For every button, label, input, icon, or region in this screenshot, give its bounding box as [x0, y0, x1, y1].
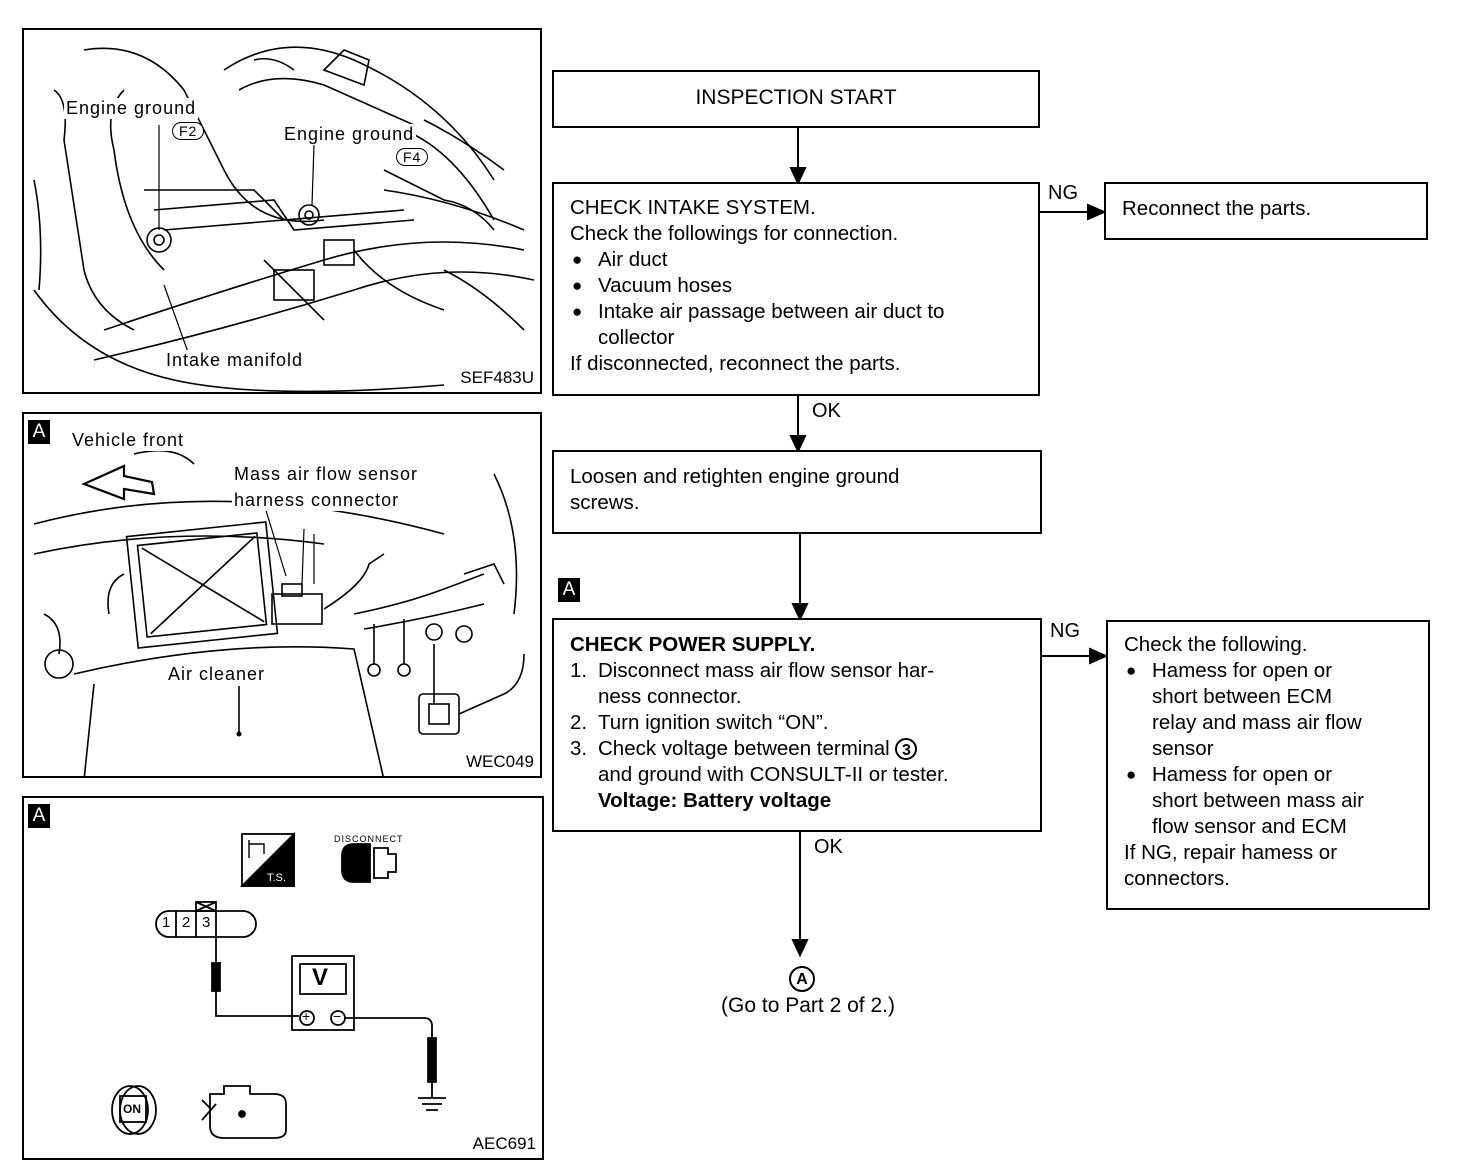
power-step-cont: ness connector.	[598, 685, 742, 708]
engine-ground-figure: Engine ground F2 Engine ground F4 Intake…	[22, 28, 542, 394]
engine-bay-illustration	[33, 46, 535, 392]
power-step: 2. Turn ignition switch “ON”.	[570, 710, 1024, 736]
air-cleaner-illustration	[33, 449, 525, 776]
power-step-cont: and ground with CONSULT-II or tester.	[598, 763, 949, 786]
vehicle-front-label: Vehicle front	[70, 430, 187, 451]
figure-code: SEF483U	[460, 368, 534, 387]
intake-manifold-label: Intake manifold	[164, 350, 306, 371]
intake-item: Air duct	[570, 247, 1022, 273]
intake-line: Check the followings for connection.	[570, 222, 899, 245]
go-to-part-2-text: (Go to Part 2 of 2.)	[721, 994, 895, 1017]
connector-pin-2: 2	[182, 914, 191, 931]
air-cleaner-label: Air cleaner	[166, 664, 268, 685]
check-following-footer: If NG, repair hamess or	[1124, 841, 1338, 864]
check-following-footer: connectors.	[1124, 867, 1230, 890]
ok-label-2: OK	[814, 836, 843, 858]
ok-label-1: OK	[812, 400, 841, 422]
figure-code: WEC049	[465, 752, 534, 771]
minus-terminal: −	[333, 1008, 342, 1024]
go-to-a-symbol: A	[789, 966, 815, 992]
maf-connector-label-1: Mass air flow sensor	[232, 464, 421, 485]
connector-pin-1: 1	[162, 914, 171, 931]
maf-connector-label-2: harness connector	[232, 490, 402, 511]
harness-item-cont: short between ECM	[1152, 685, 1333, 708]
voltmeter-label: V	[312, 964, 329, 991]
intake-item: Vacuum hoses	[570, 273, 1022, 299]
step-text: Check voltage between terminal	[598, 737, 890, 760]
reconnect-text: Reconnect the parts.	[1122, 197, 1312, 220]
check-power-supply-box: CHECK POWER SUPPLY. 1. Disconnect mass ai…	[552, 618, 1042, 832]
check-intake-system-box: CHECK INTAKE SYSTEM. Check the following…	[552, 182, 1040, 396]
voltage-check-figure: A DISCONNECT T.S. 1 2 3 V + − ON AEC691	[22, 796, 544, 1160]
power-step: 3. Check voltage between terminal 3	[570, 736, 1024, 762]
harness-item-cont: sensor	[1152, 737, 1214, 760]
check-following-box: Check the following. Hamess for open or …	[1106, 620, 1430, 910]
power-step: 1. Disconnect mass air flow sensor har-	[570, 658, 1024, 684]
step-tag-a: A	[558, 578, 580, 602]
harness-item-cont: flow sensor and ECM	[1152, 815, 1347, 838]
connector-f2-label: F2	[172, 122, 205, 140]
figure-code: AEC691	[472, 1134, 536, 1153]
loosen-ground-box: Loosen and retighten engine ground screw…	[552, 450, 1042, 534]
inspection-start-box: INSPECTION START	[552, 70, 1040, 128]
step-number: 1.	[570, 659, 588, 682]
loosen-line: Loosen and retighten engine ground	[570, 465, 900, 488]
voltmeter-wiring-illustration	[111, 831, 446, 1139]
harness-item-cont: short between mass air	[1152, 789, 1364, 812]
step-text: Disconnect mass air flow sensor har-	[598, 659, 935, 682]
step-text: Turn ignition switch “ON”.	[598, 711, 829, 734]
disconnect-label: DISCONNECT	[334, 834, 404, 844]
terminal-number: 3	[895, 738, 918, 760]
figure-tag-a: A	[28, 420, 50, 444]
connector-pin-3: 3	[202, 914, 211, 931]
harness-item: Hamess for open or	[1124, 762, 1412, 788]
connector-f4-label: F4	[396, 148, 429, 166]
ts-label: T.S.	[267, 872, 286, 884]
power-title: CHECK POWER SUPPLY.	[570, 633, 816, 656]
harness-item-cont: relay and mass air flow	[1152, 711, 1362, 734]
ng-label-1: NG	[1048, 182, 1078, 204]
intake-title: CHECK INTAKE SYSTEM.	[570, 196, 816, 219]
harness-item: Hamess for open or	[1124, 658, 1412, 684]
plus-terminal: +	[302, 1008, 311, 1024]
intake-item-cont: collector	[598, 326, 675, 349]
engine-ground-label-2: Engine ground	[282, 124, 417, 145]
inspection-start-label: INSPECTION START	[695, 86, 897, 109]
key-on-label: ON	[123, 1102, 141, 1116]
loosen-line: screws.	[570, 491, 640, 514]
maf-sensor-location-figure: A Vehicle front Mass air flow sensor har…	[22, 412, 542, 778]
check-following-title: Check the following.	[1124, 633, 1308, 656]
reconnect-box: Reconnect the parts.	[1104, 182, 1428, 240]
engine-ground-label-1: Engine ground	[64, 98, 199, 119]
intake-footer: If disconnected, reconnect the parts.	[570, 352, 901, 375]
voltage-spec: Voltage: Battery voltage	[598, 789, 832, 812]
intake-item: Intake air passage between air duct to	[570, 299, 1022, 325]
ng-label-2: NG	[1050, 620, 1080, 642]
step-number: 2.	[570, 711, 588, 734]
figure-tag-a: A	[28, 804, 50, 828]
step-number: 3.	[570, 737, 588, 760]
